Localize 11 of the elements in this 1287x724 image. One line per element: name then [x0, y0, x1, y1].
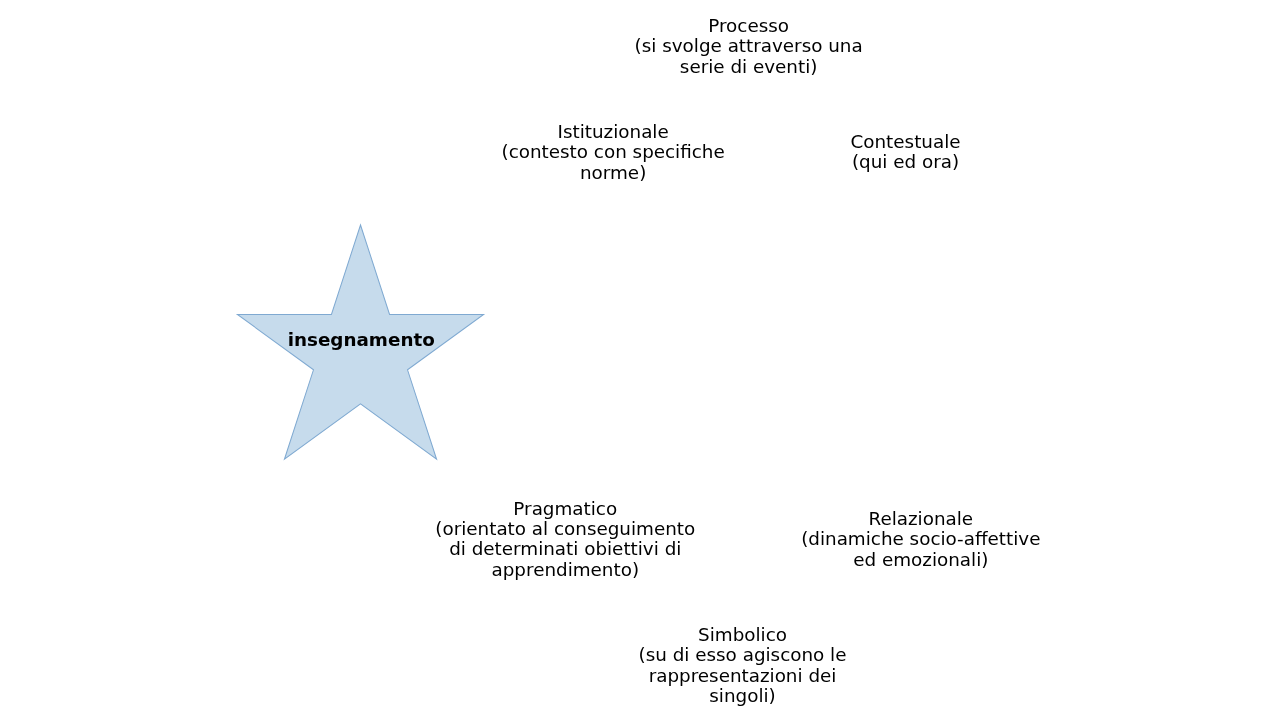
label: Processo	[708, 14, 790, 36]
label: (qui ed ora)	[851, 150, 960, 172]
label: Pragmatico	[513, 497, 618, 519]
label: Contestuale	[850, 130, 961, 152]
label: (dinamiche socio-affettive ed emozionali)	[801, 527, 1041, 570]
label: (contesto con specifiche norme)	[501, 140, 725, 183]
label: Istituzionale	[557, 120, 669, 142]
label: Relazionale	[868, 507, 974, 529]
label: (si svolge attraverso una serie di eventi)	[634, 34, 863, 77]
label: Simbolico	[698, 623, 787, 645]
label: (su di esso agiscono le rappresentazioni dei singoli)	[638, 643, 847, 706]
